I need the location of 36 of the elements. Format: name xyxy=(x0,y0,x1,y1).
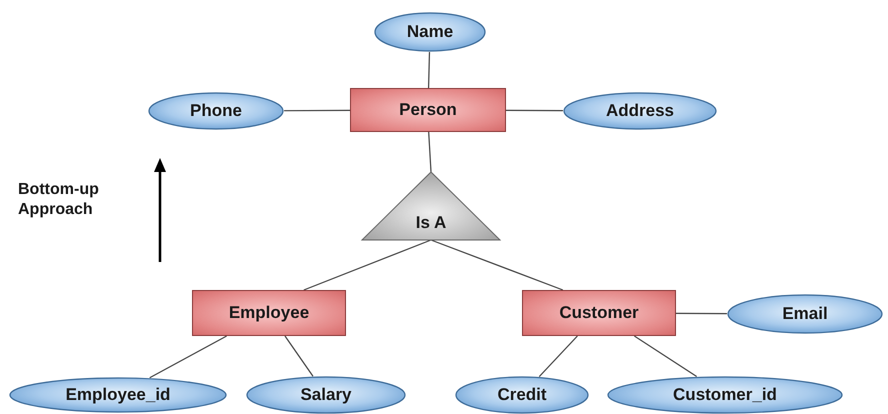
connector-line xyxy=(676,312,728,314)
entity-name: Employee xyxy=(228,303,310,323)
attribute-name: Address xyxy=(606,101,674,121)
attribute-name: Phone xyxy=(190,101,242,121)
attribute-name: Customer_id xyxy=(673,385,777,405)
connector-line xyxy=(284,110,350,112)
entity-name: Person xyxy=(399,100,457,120)
entity-box xyxy=(192,290,346,336)
connector-line xyxy=(284,336,314,377)
attribute-ellipse xyxy=(455,376,589,414)
connector-line xyxy=(428,52,430,88)
attribute-ellipse xyxy=(727,294,883,334)
attribute-name: Name xyxy=(406,22,454,42)
attribute-ellipse xyxy=(563,92,717,130)
connector-line xyxy=(428,132,432,172)
entity-name: Customer xyxy=(559,303,639,323)
connector-line xyxy=(149,335,227,378)
attribute-name: Email xyxy=(782,304,828,324)
attribute-ellipse xyxy=(607,376,843,414)
approach-note: Bottom-up Approach xyxy=(18,180,100,220)
entity-box xyxy=(522,290,676,336)
attribute-name: Credit xyxy=(497,385,547,405)
connector-line xyxy=(506,110,564,112)
attribute-name: Salary xyxy=(300,385,352,405)
connector-line xyxy=(430,239,564,291)
attribute-name: Employee_id xyxy=(66,385,170,405)
attribute-ellipse xyxy=(374,12,486,52)
attribute-ellipse xyxy=(9,377,227,413)
relationship-label: Is A xyxy=(416,213,446,233)
connector-line xyxy=(538,336,578,378)
attribute-ellipse xyxy=(246,376,406,414)
isa-triangle xyxy=(362,172,500,240)
attribute-ellipse xyxy=(148,92,284,130)
connector-line xyxy=(304,239,432,291)
connector-line xyxy=(634,336,697,378)
entity-box xyxy=(350,88,506,132)
